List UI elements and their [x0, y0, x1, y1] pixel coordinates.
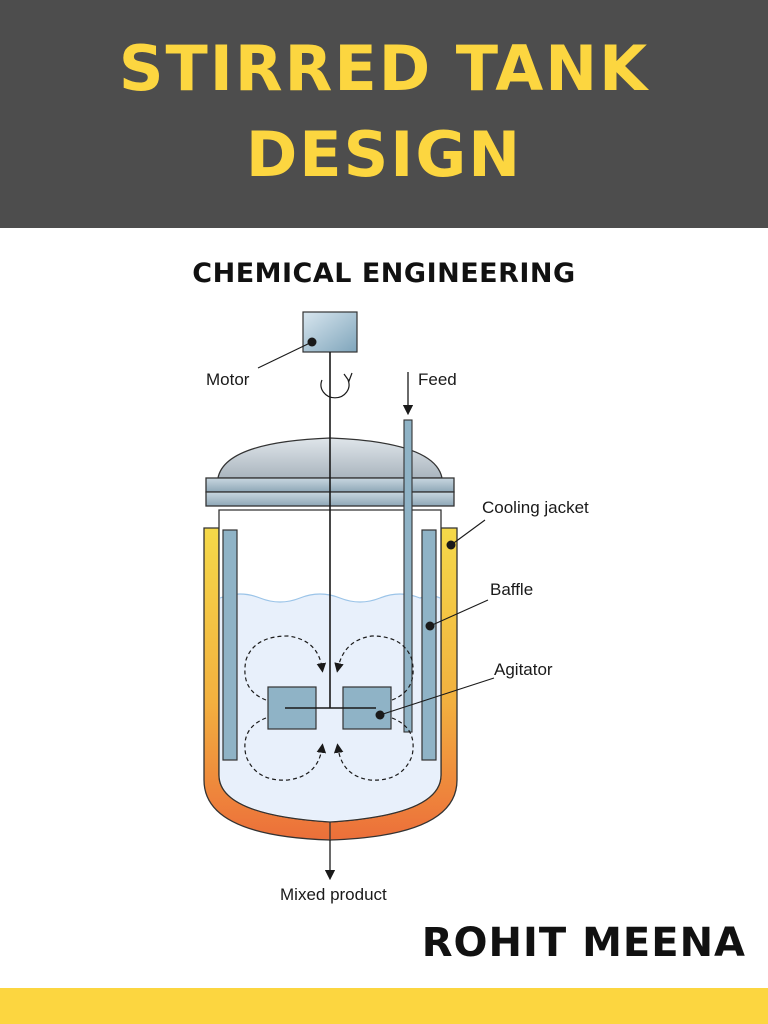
- title-line-2: DESIGN: [245, 118, 523, 191]
- author-name: ROHIT MEENA: [421, 920, 746, 966]
- label-feed: Feed: [418, 370, 457, 389]
- baffle-left: [222, 529, 238, 761]
- footer-bar: [0, 988, 768, 1024]
- title-line-1: STIRRED TANK: [118, 32, 650, 105]
- feed-pipe: [403, 419, 413, 733]
- label-baffle: Baffle: [490, 580, 533, 599]
- label-cooling-jacket: Cooling jacket: [482, 498, 589, 517]
- title-banner: STIRRED TANK DESIGN: [0, 0, 768, 228]
- subtitle: CHEMICAL ENGINEERING: [192, 258, 576, 289]
- flow-circulation: [244, 635, 414, 781]
- label-mixed-product: Mixed product: [280, 885, 387, 904]
- rotation-arrow-icon: [320, 379, 350, 399]
- label-agitator: Agitator: [494, 660, 553, 679]
- label-motor: Motor: [206, 370, 250, 389]
- baffle-right: [421, 529, 437, 761]
